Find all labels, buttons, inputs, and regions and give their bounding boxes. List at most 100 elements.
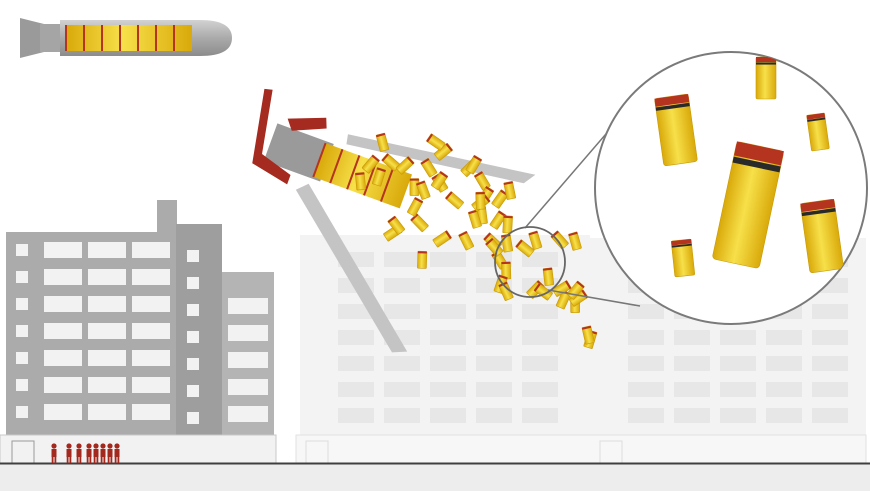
faded-window — [720, 330, 756, 345]
submunition-bomblet-icon — [415, 180, 431, 200]
window — [132, 296, 170, 312]
submunition-bomblet-icon — [430, 171, 449, 191]
submunition-bomblet-icon — [409, 178, 420, 196]
tail-fin-red-2 — [287, 117, 327, 131]
submunition-scatter — [354, 132, 598, 349]
window-small — [16, 298, 28, 310]
faded-window — [384, 252, 420, 267]
faded-window — [522, 252, 558, 267]
submunition-bomblet-magnified-icon — [755, 56, 777, 100]
window-small — [187, 277, 199, 289]
segment-band — [379, 167, 395, 202]
faded-window — [476, 408, 512, 423]
submunition-bomblet-icon — [354, 172, 366, 191]
window — [88, 242, 126, 258]
window — [88, 404, 126, 420]
faded-window — [338, 382, 374, 397]
pedestrian-figure-icon — [100, 443, 106, 463]
window-small — [16, 352, 28, 364]
pedestrian-figure-icon — [114, 443, 120, 463]
window-small — [187, 385, 199, 397]
faded-window — [720, 382, 756, 397]
submunition-bomblet-icon — [528, 230, 543, 250]
bomb-payload-segments — [65, 25, 175, 51]
window — [88, 350, 126, 366]
faded-window — [766, 330, 802, 345]
ground — [0, 463, 870, 491]
window — [228, 298, 268, 314]
window — [44, 242, 82, 258]
window — [44, 296, 82, 312]
faded-window — [766, 408, 802, 423]
segment-band — [329, 148, 344, 184]
faded-window — [766, 382, 802, 397]
pedestrians — [51, 443, 120, 463]
faded-window — [812, 408, 848, 423]
window — [44, 404, 82, 420]
faded-window — [476, 330, 512, 345]
submunition-bomblet-icon — [468, 209, 482, 229]
bomb-tail-fin — [20, 18, 44, 58]
faded-window — [384, 356, 420, 371]
submunition-bomblet-icon — [432, 230, 452, 248]
pedestrian-figure-icon — [86, 443, 92, 463]
window — [132, 350, 170, 366]
faded-window — [628, 382, 664, 397]
faded-window — [338, 304, 374, 319]
pedestrian-figure-icon — [107, 443, 113, 463]
magnifier-circle-icon — [594, 51, 868, 325]
submunition-bomblet-icon — [503, 181, 517, 200]
submunition-bomblet-icon — [375, 132, 390, 152]
window-small — [16, 325, 28, 337]
submunition-bomblet-icon — [407, 197, 424, 217]
faded-window — [674, 408, 710, 423]
submunition-bomblet-magnified-icon — [806, 112, 830, 152]
submunition-bomblet-icon — [475, 191, 486, 210]
faded-window — [384, 304, 420, 319]
cluster-bomb-intact-icon — [20, 18, 232, 58]
segment-band — [312, 142, 327, 178]
faded-window — [338, 356, 374, 371]
faded-window — [430, 356, 466, 371]
bomb-payload — [66, 25, 192, 51]
submunition-bomblet-icon — [458, 231, 475, 251]
faded-window — [522, 408, 558, 423]
faded-window — [522, 330, 558, 345]
submunition-bomblet-icon — [426, 133, 446, 151]
faded-window — [476, 304, 512, 319]
window-small — [187, 412, 199, 424]
pedestrian-figure-icon — [76, 443, 82, 463]
faded-window — [766, 356, 802, 371]
submunition-bomblet-icon — [410, 213, 429, 233]
faded-window — [628, 408, 664, 423]
zoom-connector-lower — [547, 289, 641, 307]
submunition-bomblet-icon — [387, 215, 406, 235]
window-small — [16, 244, 28, 256]
window-small — [16, 271, 28, 283]
segment-band — [346, 155, 361, 190]
submunition-bomblet-magnified-icon — [800, 198, 844, 273]
faded-window — [430, 252, 466, 267]
window — [44, 269, 82, 285]
faded-window — [338, 330, 374, 345]
faded-window — [812, 356, 848, 371]
casing-shell-lower — [295, 183, 408, 353]
apartment-building-icon — [6, 200, 274, 435]
pedestrian-figure-icon — [66, 443, 72, 463]
submunition-bomblet-magnified-icon — [654, 93, 698, 166]
faded-window — [628, 330, 664, 345]
faded-window — [674, 356, 710, 371]
window — [132, 323, 170, 339]
faded-window — [430, 330, 466, 345]
window — [44, 323, 82, 339]
building-tower — [157, 200, 177, 240]
window — [88, 296, 126, 312]
submunition-bomblet-magnified-icon — [671, 238, 695, 278]
window — [132, 242, 170, 258]
building-windows — [16, 242, 268, 424]
zoom-connector-upper — [524, 119, 619, 229]
submunition-bomblet-icon — [502, 215, 513, 234]
submunition-bomblet-icon — [515, 239, 535, 258]
faded-window — [430, 408, 466, 423]
window-small — [187, 331, 199, 343]
